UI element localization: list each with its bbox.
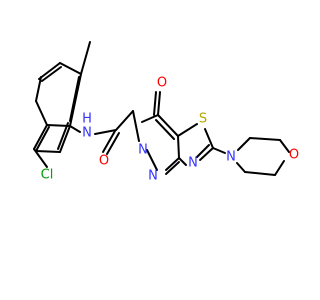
bond-31	[204, 128, 214, 149]
bond-6	[33, 148, 48, 168]
bond-29	[153, 91, 157, 116]
bond-16	[94, 129, 117, 135]
bond-17	[102, 130, 116, 153]
bond-18	[106, 132, 120, 155]
bond-group	[33, 41, 290, 176]
atom-label-group: Cl N H O N N N O S N O	[41, 76, 299, 184]
atom-ring-nitrogen-n6: N	[138, 143, 148, 158]
bond-9	[38, 62, 61, 80]
atom-ring-nitrogen-n3: N	[148, 169, 158, 184]
bond-24	[177, 135, 180, 159]
bond-34	[178, 157, 187, 166]
bond-5	[35, 150, 61, 153]
bond-39	[274, 160, 285, 176]
bond-41	[236, 162, 246, 173]
bond-13	[69, 76, 80, 122]
bond-12	[69, 73, 82, 127]
bond-40	[244, 171, 276, 176]
bond-11	[59, 62, 82, 75]
bond-36	[237, 137, 251, 151]
bond-26	[155, 119, 175, 140]
bond-20	[132, 110, 140, 142]
atom-nh-nitrogen: N	[82, 126, 92, 141]
bond-35	[212, 147, 226, 154]
atom-ring-nitrogen-thiazole: N	[188, 156, 198, 171]
bond-15	[69, 125, 81, 133]
atom-cl: Cl	[41, 168, 54, 183]
bond-14	[80, 41, 91, 75]
bond-10	[41, 66, 62, 82]
bond-21	[146, 149, 158, 171]
bond-23	[165, 161, 180, 175]
bond-7	[35, 100, 48, 126]
atom-keto-oxygen: O	[157, 76, 167, 91]
bond-33	[196, 144, 210, 158]
bond-32	[199, 147, 214, 161]
bond-4	[57, 122, 69, 150]
atom-morpholine-nitrogen: N	[226, 150, 236, 165]
bond-0	[33, 124, 48, 150]
bond-19	[115, 110, 134, 131]
atom-amide-oxygen: O	[99, 154, 109, 169]
bond-38	[279, 139, 290, 153]
bond-25	[157, 114, 179, 137]
bond-27	[141, 114, 159, 123]
bond-3	[59, 125, 71, 153]
bond-28	[157, 91, 161, 116]
atom-thiazole-sulfur: S	[199, 112, 207, 127]
atom-morpholine-oxygen: O	[289, 148, 299, 163]
atom-nh-hydrogen: H	[82, 112, 92, 127]
bond-8	[35, 76, 42, 102]
bond-1	[35, 126, 50, 152]
bond-22	[165, 157, 180, 171]
bond-37	[249, 137, 281, 141]
molecule-structure: Cl N H O N N N O S N O	[33, 41, 299, 184]
bond-30	[177, 123, 198, 137]
